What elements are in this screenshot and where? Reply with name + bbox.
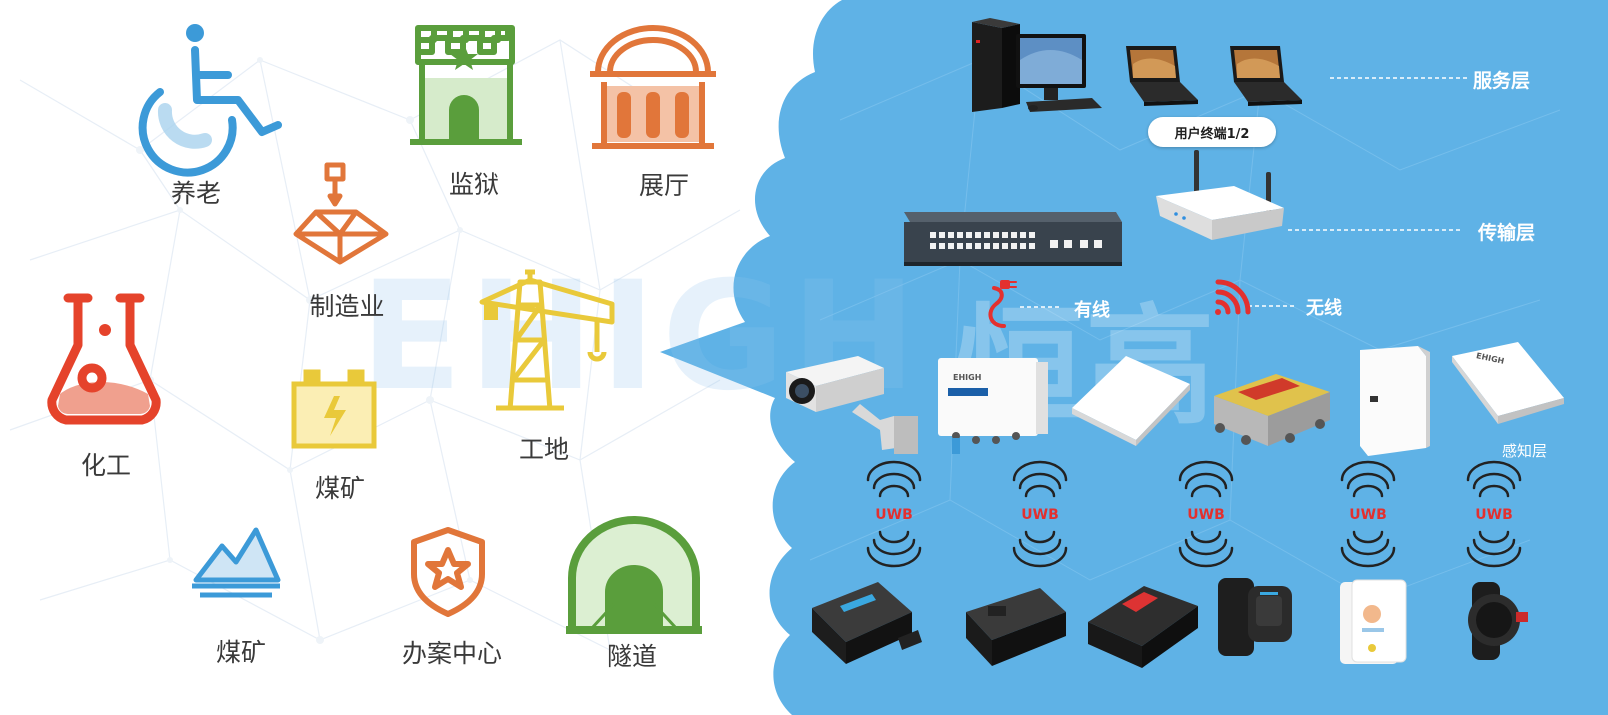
label-chemical: 化工: [80, 451, 132, 480]
uwb-anchor-box-icon: [938, 358, 1048, 454]
uwb-wave-icon: [1466, 460, 1522, 568]
ceiling-anchor-icon: [1072, 356, 1190, 446]
label-transport-layer: 传输层: [1478, 222, 1536, 244]
uwb-tag-wedge-icon: [966, 588, 1066, 666]
label-case-center: 办案中心: [401, 639, 503, 668]
user-terminal-badge: 用户终端1/2: [1148, 117, 1276, 147]
tunnel-icon: [566, 516, 702, 634]
uwb-wave-icon: [1340, 460, 1396, 568]
uwb-wave-icons: [866, 460, 1522, 568]
label-tunnel: 隧道: [606, 642, 658, 671]
desktop-computer-icon: [972, 18, 1102, 112]
uwb-wave-icon: [1178, 460, 1234, 568]
wristband-tag-icon: [1468, 582, 1528, 660]
uwb-label: UWB: [1349, 507, 1387, 523]
shield-star-icon: [411, 527, 485, 617]
wired-cable-icon: [988, 280, 1017, 328]
label-construction-site: 工地: [518, 435, 570, 464]
flat-anchor-icon: [1452, 342, 1564, 424]
network-switch-icon: [904, 212, 1122, 266]
mountain-icon: [192, 527, 281, 598]
uwb-label: UWB: [875, 507, 913, 523]
label-coal-mine-battery: 煤矿: [314, 474, 366, 503]
label-prison: 监狱: [448, 170, 500, 199]
label-exhibition-hall: 展厅: [638, 171, 690, 200]
label-manufacturing: 制造业: [309, 292, 385, 321]
manufacturing-icon: [293, 162, 389, 265]
uwb-tag-box-icon: [812, 582, 922, 664]
application-icons: [47, 24, 716, 634]
laptop-icon: [1230, 46, 1302, 106]
construction-crane-icon: [479, 269, 615, 411]
device-brand-mark: EHIGH: [953, 373, 982, 382]
badge-card-icon: [1340, 579, 1407, 664]
uwb-wave-icon: [1012, 460, 1068, 568]
label-sensing-layer: 感知层: [1502, 442, 1548, 460]
label-service-layer: 服务层: [1473, 70, 1531, 92]
label-coal-mine-mountain: 煤矿: [215, 638, 267, 667]
wheelchair-icon: [138, 24, 282, 177]
label-wired: 有线: [1074, 300, 1110, 321]
exhibition-hall-icon: [590, 25, 716, 149]
industrial-anchor-icon: [1214, 374, 1330, 446]
prison-tower-icon: [410, 25, 522, 145]
label-elderly-care: 养老: [170, 179, 222, 208]
uwb-wave-icon: [866, 460, 922, 568]
uwb-tag-screen-icon: [1088, 586, 1198, 668]
smartwatch-tag-icon: [1218, 578, 1292, 656]
wireless-signal-icon: [1215, 279, 1251, 315]
label-wireless: 无线: [1306, 298, 1342, 319]
leader-lines: [1020, 77, 1468, 308]
network-nodes: [136, 57, 473, 644]
laptop-icon: [1126, 46, 1198, 106]
chemical-flask-icon: [47, 293, 161, 425]
wireless-router-icon: [1156, 150, 1284, 240]
uwb-label: UWB: [1187, 507, 1225, 523]
camera-icon: [786, 356, 918, 454]
battery-icon: [291, 369, 377, 449]
tall-anchor-icon: [1360, 346, 1430, 456]
uwb-label: UWB: [1475, 507, 1513, 523]
cloud-shape: [660, 0, 1608, 715]
uwb-label: UWB: [1021, 507, 1059, 523]
